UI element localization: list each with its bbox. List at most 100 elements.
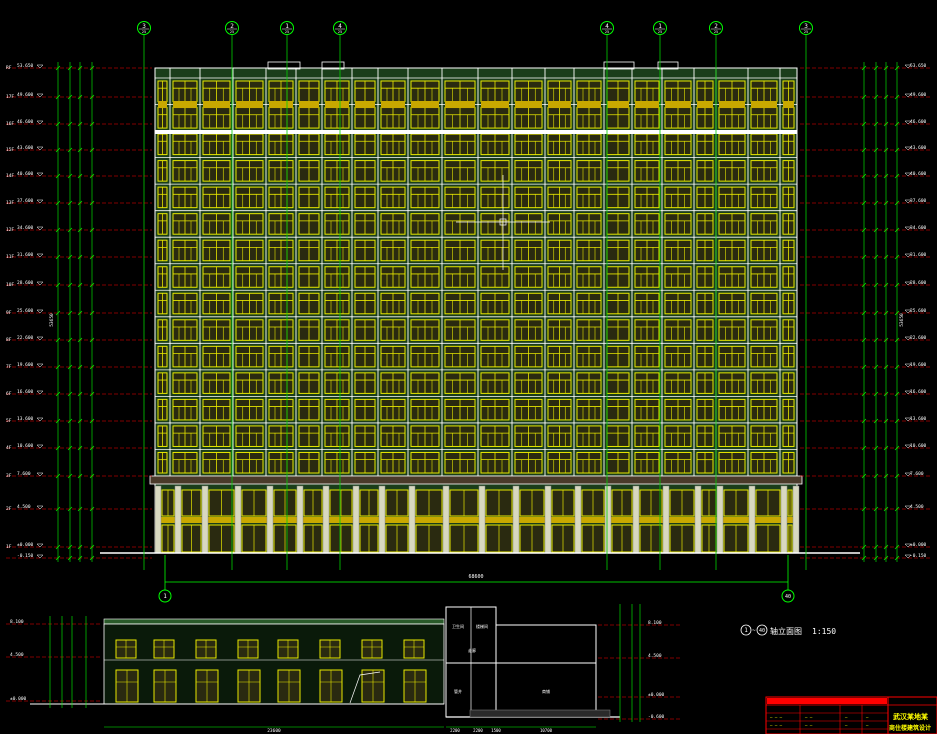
window: [444, 345, 476, 368]
window: [235, 133, 264, 156]
window: [380, 107, 406, 129]
level-label-left: 1F: [6, 544, 12, 550]
axis-top-label: 4: [338, 23, 342, 30]
podium-column: [442, 485, 450, 554]
elevation-marker: [36, 543, 44, 548]
window: [782, 266, 795, 288]
window: [718, 451, 746, 474]
dim-tick: [77, 147, 83, 153]
window: [606, 186, 630, 209]
dim-tick: [89, 200, 95, 206]
dim-tick-right: [883, 94, 889, 100]
window: [664, 451, 692, 474]
elevation-marker-right: [904, 172, 912, 177]
podium-sign-band: [181, 517, 202, 523]
window: [718, 239, 746, 262]
window: [480, 451, 510, 474]
ll-elevation: ±0.000: [10, 696, 27, 702]
axis-top-sublabel: 25: [714, 30, 718, 34]
dim-tick: [89, 418, 95, 424]
window: [444, 239, 476, 262]
window: [157, 160, 168, 182]
window: [410, 345, 440, 368]
window: [157, 345, 168, 368]
window: [750, 133, 778, 156]
window: [514, 213, 543, 235]
window: [480, 372, 510, 394]
elevation-marker-right: [904, 309, 912, 314]
window: [634, 133, 660, 156]
dim-tick-right: [894, 282, 900, 288]
window: [202, 345, 231, 368]
window: [444, 160, 476, 182]
window: [606, 451, 630, 474]
dim-tick: [55, 94, 61, 100]
axis-bubble-top: [333, 21, 347, 35]
elevation-marker-right: [904, 199, 912, 204]
elevation-left: 43.600: [17, 145, 34, 151]
window: [298, 213, 320, 235]
elevation-marker: [36, 363, 44, 368]
window: [606, 372, 630, 394]
dim-tick: [67, 173, 73, 179]
dim-tick-right: [894, 310, 900, 316]
window: [480, 239, 510, 262]
window: [664, 213, 692, 235]
dim-tick: [67, 364, 73, 370]
podium-sign-band: [581, 517, 605, 523]
window: [298, 345, 320, 368]
elevation-left: ±0.000: [17, 542, 34, 548]
window: [235, 425, 264, 447]
window: [696, 451, 714, 474]
top-band-panel: [236, 101, 263, 108]
window: [634, 372, 660, 394]
window: [298, 451, 320, 474]
podium-column: [234, 485, 242, 554]
window: [354, 372, 376, 394]
window: [172, 266, 198, 288]
dim-tick: [67, 391, 73, 397]
window: [324, 451, 350, 474]
dim-tick: [77, 310, 83, 316]
window: [235, 292, 264, 315]
window: [547, 425, 572, 447]
window: [782, 345, 795, 368]
window: [354, 213, 376, 235]
window: [410, 292, 440, 315]
window: [324, 425, 350, 447]
window: [547, 266, 572, 288]
window: [718, 292, 746, 315]
dim-tick-right: [873, 555, 879, 561]
window: [380, 345, 406, 368]
window: [547, 345, 572, 368]
dim-tick: [77, 94, 83, 100]
window: [410, 107, 440, 129]
window: [235, 213, 264, 235]
elevation-right: 31.600: [910, 252, 927, 258]
dim-tick-right: [861, 391, 867, 397]
window: [324, 160, 350, 182]
axis-bubble-bottom-left: [158, 589, 172, 603]
window: [202, 133, 231, 156]
window: [157, 292, 168, 315]
window: [354, 451, 376, 474]
window: [172, 186, 198, 209]
window: [172, 160, 198, 182]
elevation-right: 13.600: [910, 416, 927, 422]
window: [514, 239, 543, 262]
dim-tick: [89, 227, 95, 233]
podium-column: [174, 485, 182, 554]
window: [514, 345, 543, 368]
level-label-left: RF: [6, 65, 12, 71]
top-band-panel: [203, 101, 230, 108]
dim-tick-right: [873, 310, 879, 316]
elevation-marker-right: [904, 390, 912, 395]
window: [444, 186, 476, 209]
window: [380, 213, 406, 235]
window: [606, 319, 630, 341]
dim-tick: [67, 310, 73, 316]
dim-tick-right: [873, 506, 879, 512]
top-band-panel: [635, 101, 659, 108]
level-label-left: 17F: [6, 94, 14, 100]
